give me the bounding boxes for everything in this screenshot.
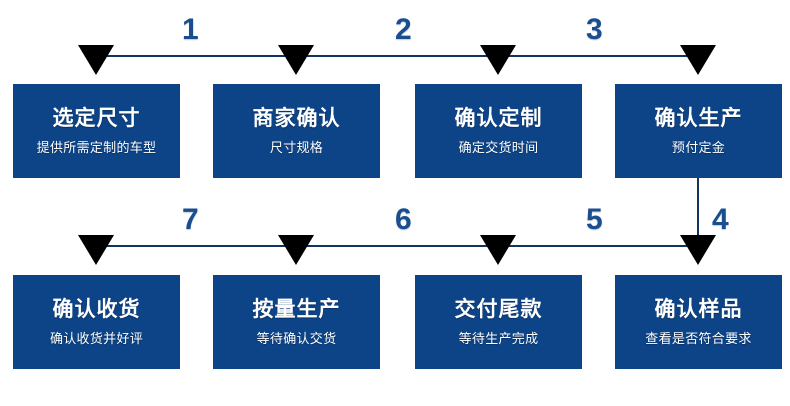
process-box-subtitle: 预付定金 xyxy=(671,139,726,155)
process-box-confirm-customization[interactable]: 确认定制 确定交货时间 xyxy=(415,84,582,178)
process-box-select-size[interactable]: 选定尺寸 提供所需定制的车型 xyxy=(13,84,180,178)
process-box-merchant-confirm[interactable]: 商家确认 尺寸规格 xyxy=(213,84,380,178)
process-box-pay-balance[interactable]: 交付尾款 等待生产完成 xyxy=(415,275,582,369)
step-number-7: 7 xyxy=(182,203,199,236)
step-number-1: 1 xyxy=(182,13,199,46)
arrow-down-icon-step1 xyxy=(78,45,114,75)
process-box-title: 商家确认 xyxy=(252,106,341,130)
step-number-3: 3 xyxy=(586,13,603,46)
process-box-title: 按量生产 xyxy=(252,297,341,321)
process-box-confirm-receipt[interactable]: 确认收货 确认收货并好评 xyxy=(13,275,180,369)
row-transition-line xyxy=(697,178,699,245)
process-box-confirm-sample[interactable]: 确认样品 查看是否符合要求 xyxy=(615,275,782,369)
step-number-2: 2 xyxy=(395,13,412,46)
row2-connector-line xyxy=(96,245,697,247)
arrow-down-icon-step6 xyxy=(480,235,516,265)
arrow-down-icon-step5 xyxy=(680,235,716,265)
process-box-title: 确认样品 xyxy=(654,297,743,321)
step-number-5: 5 xyxy=(586,203,603,236)
process-box-subtitle: 等待确认交货 xyxy=(256,330,337,346)
arrow-down-icon-step3 xyxy=(480,45,516,75)
process-box-title: 交付尾款 xyxy=(454,297,543,321)
process-box-subtitle: 确定交货时间 xyxy=(458,139,539,155)
process-box-title: 确认生产 xyxy=(654,106,743,130)
arrow-down-icon-step7 xyxy=(278,235,314,265)
step-number-6: 6 xyxy=(395,203,412,236)
process-box-produce-by-quantity[interactable]: 按量生产 等待确认交货 xyxy=(213,275,380,369)
process-box-subtitle: 提供所需定制的车型 xyxy=(36,139,157,155)
process-box-title: 选定尺寸 xyxy=(52,106,141,130)
process-box-subtitle: 查看是否符合要求 xyxy=(645,330,752,346)
process-box-subtitle: 确认收货并好评 xyxy=(49,330,144,346)
row1-connector-line xyxy=(96,55,696,57)
process-box-subtitle: 等待生产完成 xyxy=(458,330,539,346)
step-number-4: 4 xyxy=(712,203,729,236)
arrow-down-icon-step4 xyxy=(680,45,716,75)
process-box-title: 确认收货 xyxy=(52,297,141,321)
arrow-down-icon-step2 xyxy=(278,45,314,75)
process-box-subtitle: 尺寸规格 xyxy=(269,139,324,155)
process-box-confirm-production[interactable]: 确认生产 预付定金 xyxy=(615,84,782,178)
process-box-title: 确认定制 xyxy=(454,106,543,130)
arrow-down-icon-step8 xyxy=(78,235,114,265)
